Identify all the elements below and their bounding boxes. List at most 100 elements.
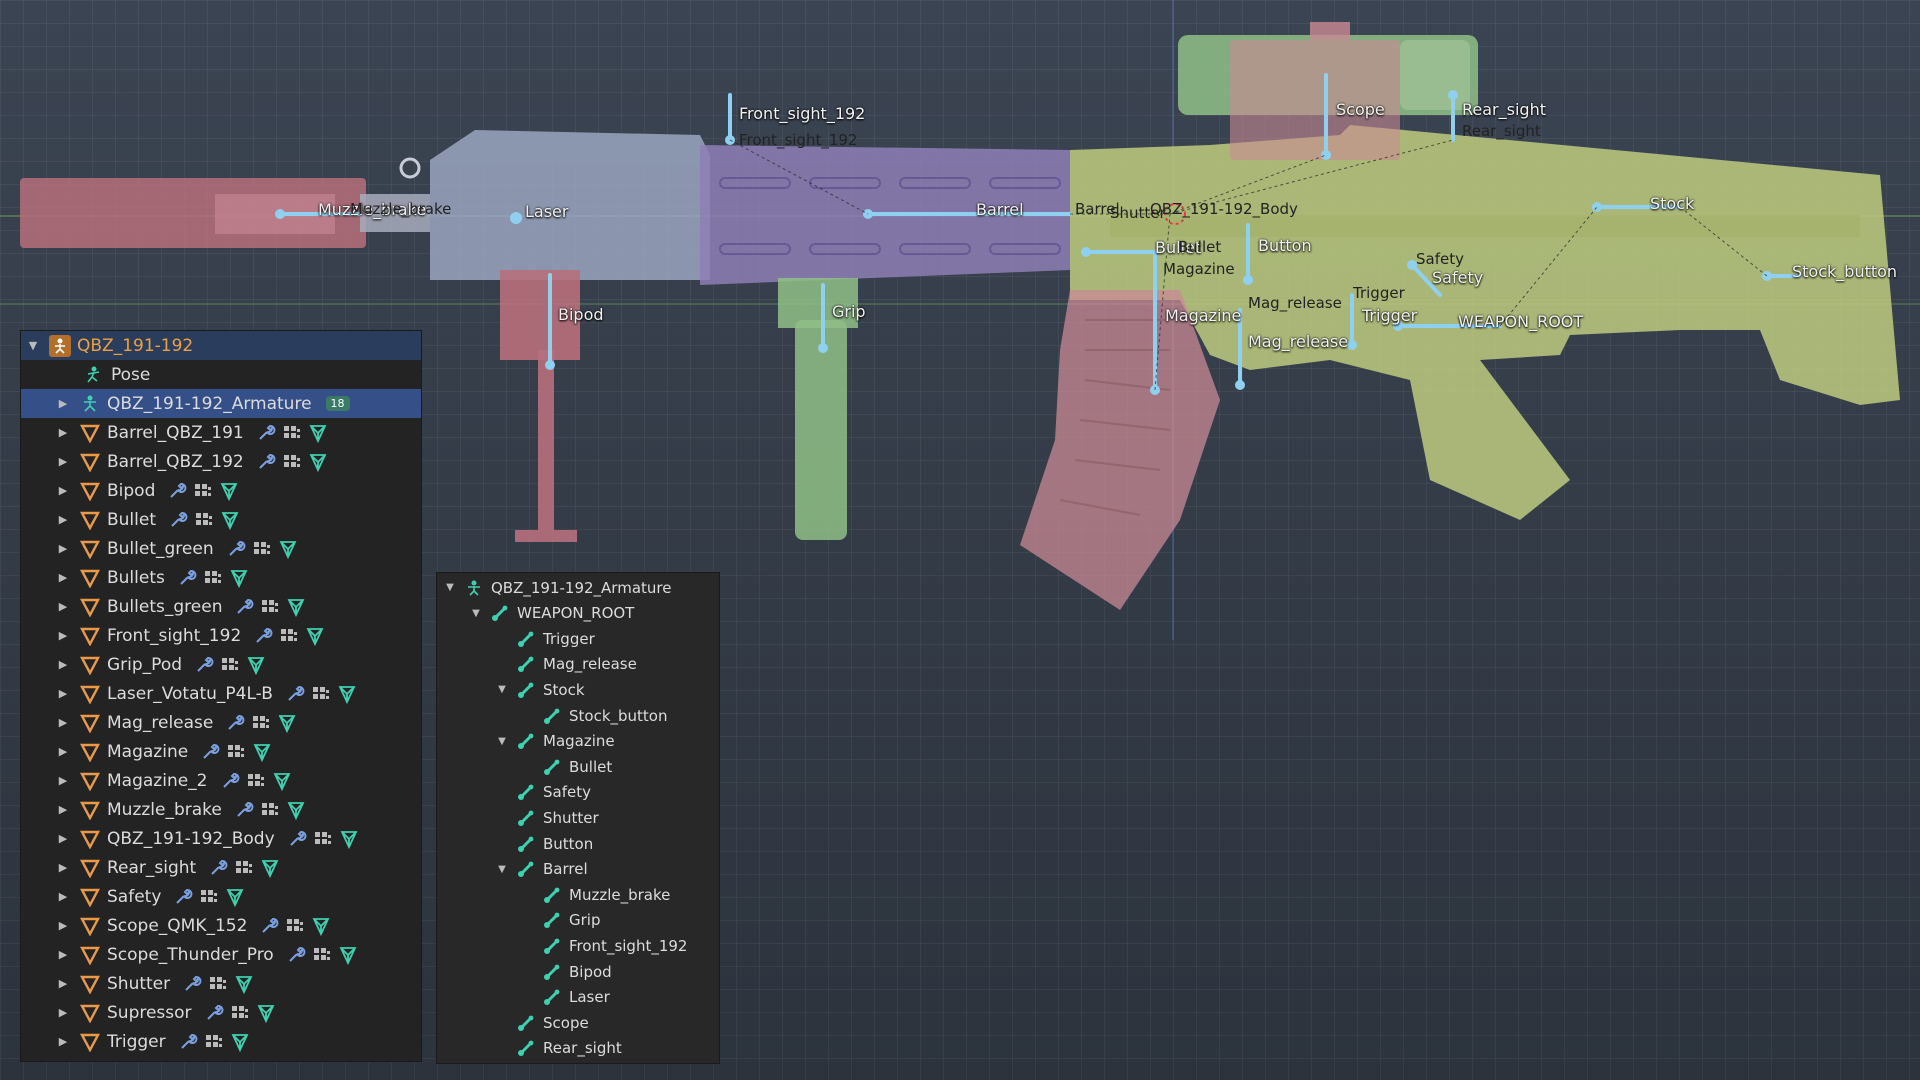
outliner-item-row[interactable]: ▶Magazine [21, 737, 421, 766]
bone-row[interactable]: Grip [521, 908, 600, 933]
mesh-data-icon[interactable] [256, 1003, 276, 1023]
bone-row[interactable]: Muzzle_brake [521, 882, 670, 907]
vertex-groups-icon[interactable] [220, 655, 240, 675]
outliner-root-row[interactable]: ▼ QBZ_191-192 [21, 331, 421, 360]
mesh-data-icon[interactable] [260, 858, 280, 878]
bone-row[interactable]: Rear_sight [495, 1036, 622, 1061]
mesh-data-icon[interactable] [252, 742, 272, 762]
outliner-pose-row[interactable]: Pose [21, 360, 421, 389]
wrench-icon[interactable] [256, 452, 276, 472]
mesh-data-icon[interactable] [229, 568, 249, 588]
outliner-item-row[interactable]: ▶Supressor [21, 998, 421, 1027]
mesh-data-icon[interactable] [277, 713, 297, 733]
mesh-data-icon[interactable] [219, 481, 239, 501]
mesh-data-icon[interactable] [338, 945, 358, 965]
bone-row[interactable]: Laser [521, 985, 610, 1010]
mesh-data-icon[interactable] [272, 771, 292, 791]
outliner-item-row[interactable]: ▶Bullets [21, 563, 421, 592]
outliner-item-row[interactable]: ▶Mag_release [21, 708, 421, 737]
bonetree-armature-row[interactable]: ▼QBZ_191-192_Armature [443, 575, 671, 600]
wrench-icon[interactable] [256, 423, 276, 443]
outliner-item-row[interactable]: ▶Trigger [21, 1027, 421, 1056]
wrench-icon[interactable] [225, 713, 245, 733]
vertex-groups-icon[interactable] [194, 510, 214, 530]
expand-toggle[interactable]: ▶ [58, 484, 68, 497]
expand-toggle[interactable]: ▶ [58, 1006, 68, 1019]
expand-toggle[interactable]: ▶ [58, 977, 68, 990]
vertex-groups-icon[interactable] [251, 713, 271, 733]
mesh-data-icon[interactable] [220, 510, 240, 530]
wrench-icon[interactable] [194, 655, 214, 675]
wrench-icon[interactable] [173, 887, 193, 907]
bone-row[interactable]: ▼WEAPON_ROOT [469, 601, 634, 626]
vertex-groups-icon[interactable] [252, 539, 272, 559]
expand-toggle[interactable]: ▶ [58, 542, 68, 555]
expand-toggle[interactable]: ▶ [58, 629, 68, 642]
mesh-data-icon[interactable] [278, 539, 298, 559]
expand-toggle[interactable]: ▶ [58, 571, 68, 584]
outliner-panel[interactable]: ▼ QBZ_191-192 Pose ▶ QBZ_191-192_Armatur… [20, 330, 422, 1062]
wrench-icon[interactable] [285, 684, 305, 704]
mesh-data-icon[interactable] [246, 655, 266, 675]
wrench-icon[interactable] [177, 568, 197, 588]
mesh-data-icon[interactable] [305, 626, 325, 646]
outliner-item-row[interactable]: ▶Laser_Votatu_P4L-B [21, 679, 421, 708]
vertex-groups-icon[interactable] [246, 771, 266, 791]
expand-toggle[interactable]: ▶ [58, 426, 68, 439]
bone-row[interactable]: Shutter [495, 805, 599, 830]
expand-toggle[interactable]: ▶ [58, 716, 68, 729]
bone-row[interactable]: ▼Barrel [495, 857, 587, 882]
expand-toggle[interactable]: ▶ [58, 687, 68, 700]
bone-row[interactable]: Trigger [495, 626, 595, 651]
outliner-item-row[interactable]: ▶QBZ_191-192_Body [21, 824, 421, 853]
outliner-item-row[interactable]: ▶Scope_QMK_152 [21, 911, 421, 940]
bone-row[interactable]: Safety [495, 780, 591, 805]
bone-row[interactable]: Mag_release [495, 652, 637, 677]
expand-toggle[interactable]: ▼ [472, 607, 480, 619]
vertex-groups-icon[interactable] [311, 684, 331, 704]
outliner-item-row[interactable]: ▶Bipod [21, 476, 421, 505]
mesh-data-icon[interactable] [230, 1032, 250, 1052]
outliner-item-row[interactable]: ▶Safety [21, 882, 421, 911]
wrench-icon[interactable] [226, 539, 246, 559]
expand-toggle[interactable]: ▼ [498, 735, 506, 747]
wrench-icon[interactable] [234, 800, 254, 820]
outliner-item-row[interactable]: ▶Grip_Pod [21, 650, 421, 679]
vertex-groups-icon[interactable] [260, 597, 280, 617]
mesh-data-icon[interactable] [308, 452, 328, 472]
wrench-icon[interactable] [182, 974, 202, 994]
bone-row[interactable]: Bipod [521, 959, 612, 984]
expand-toggle[interactable]: ▶ [58, 919, 68, 932]
mesh-data-icon[interactable] [337, 684, 357, 704]
outliner-item-row[interactable]: ▶Barrel_QBZ_192 [21, 447, 421, 476]
outliner-item-row[interactable]: ▶Bullet_green [21, 534, 421, 563]
vertex-groups-icon[interactable] [313, 829, 333, 849]
mesh-data-icon[interactable] [225, 887, 245, 907]
vertex-groups-icon[interactable] [282, 423, 302, 443]
wrench-icon[interactable] [287, 829, 307, 849]
expand-toggle[interactable]: ▶ [58, 774, 68, 787]
outliner-item-row[interactable]: ▶Rear_sight [21, 853, 421, 882]
vertex-groups-icon[interactable] [203, 568, 223, 588]
outliner-item-row[interactable]: ▶Front_sight_192 [21, 621, 421, 650]
mesh-data-icon[interactable] [286, 597, 306, 617]
wrench-icon[interactable] [208, 858, 228, 878]
bone-row[interactable]: ▼Stock [495, 677, 584, 702]
outliner-item-row[interactable]: ▶Shutter [21, 969, 421, 998]
expand-toggle[interactable]: ▶ [58, 745, 68, 758]
bone-row[interactable]: Stock_button [521, 703, 668, 728]
mesh-data-icon[interactable] [286, 800, 306, 820]
expand-toggle[interactable]: ▶ [58, 397, 68, 410]
expand-toggle[interactable]: ▶ [58, 890, 68, 903]
wrench-icon[interactable] [200, 742, 220, 762]
wrench-icon[interactable] [286, 945, 306, 965]
wrench-icon[interactable] [178, 1032, 198, 1052]
wrench-icon[interactable] [220, 771, 240, 791]
expand-toggle[interactable]: ▶ [58, 803, 68, 816]
expand-toggle[interactable]: ▶ [58, 861, 68, 874]
bone-row[interactable]: ▼Magazine [495, 729, 614, 754]
vertex-groups-icon[interactable] [204, 1032, 224, 1052]
bone-row[interactable]: Button [495, 831, 593, 856]
mesh-data-icon[interactable] [339, 829, 359, 849]
